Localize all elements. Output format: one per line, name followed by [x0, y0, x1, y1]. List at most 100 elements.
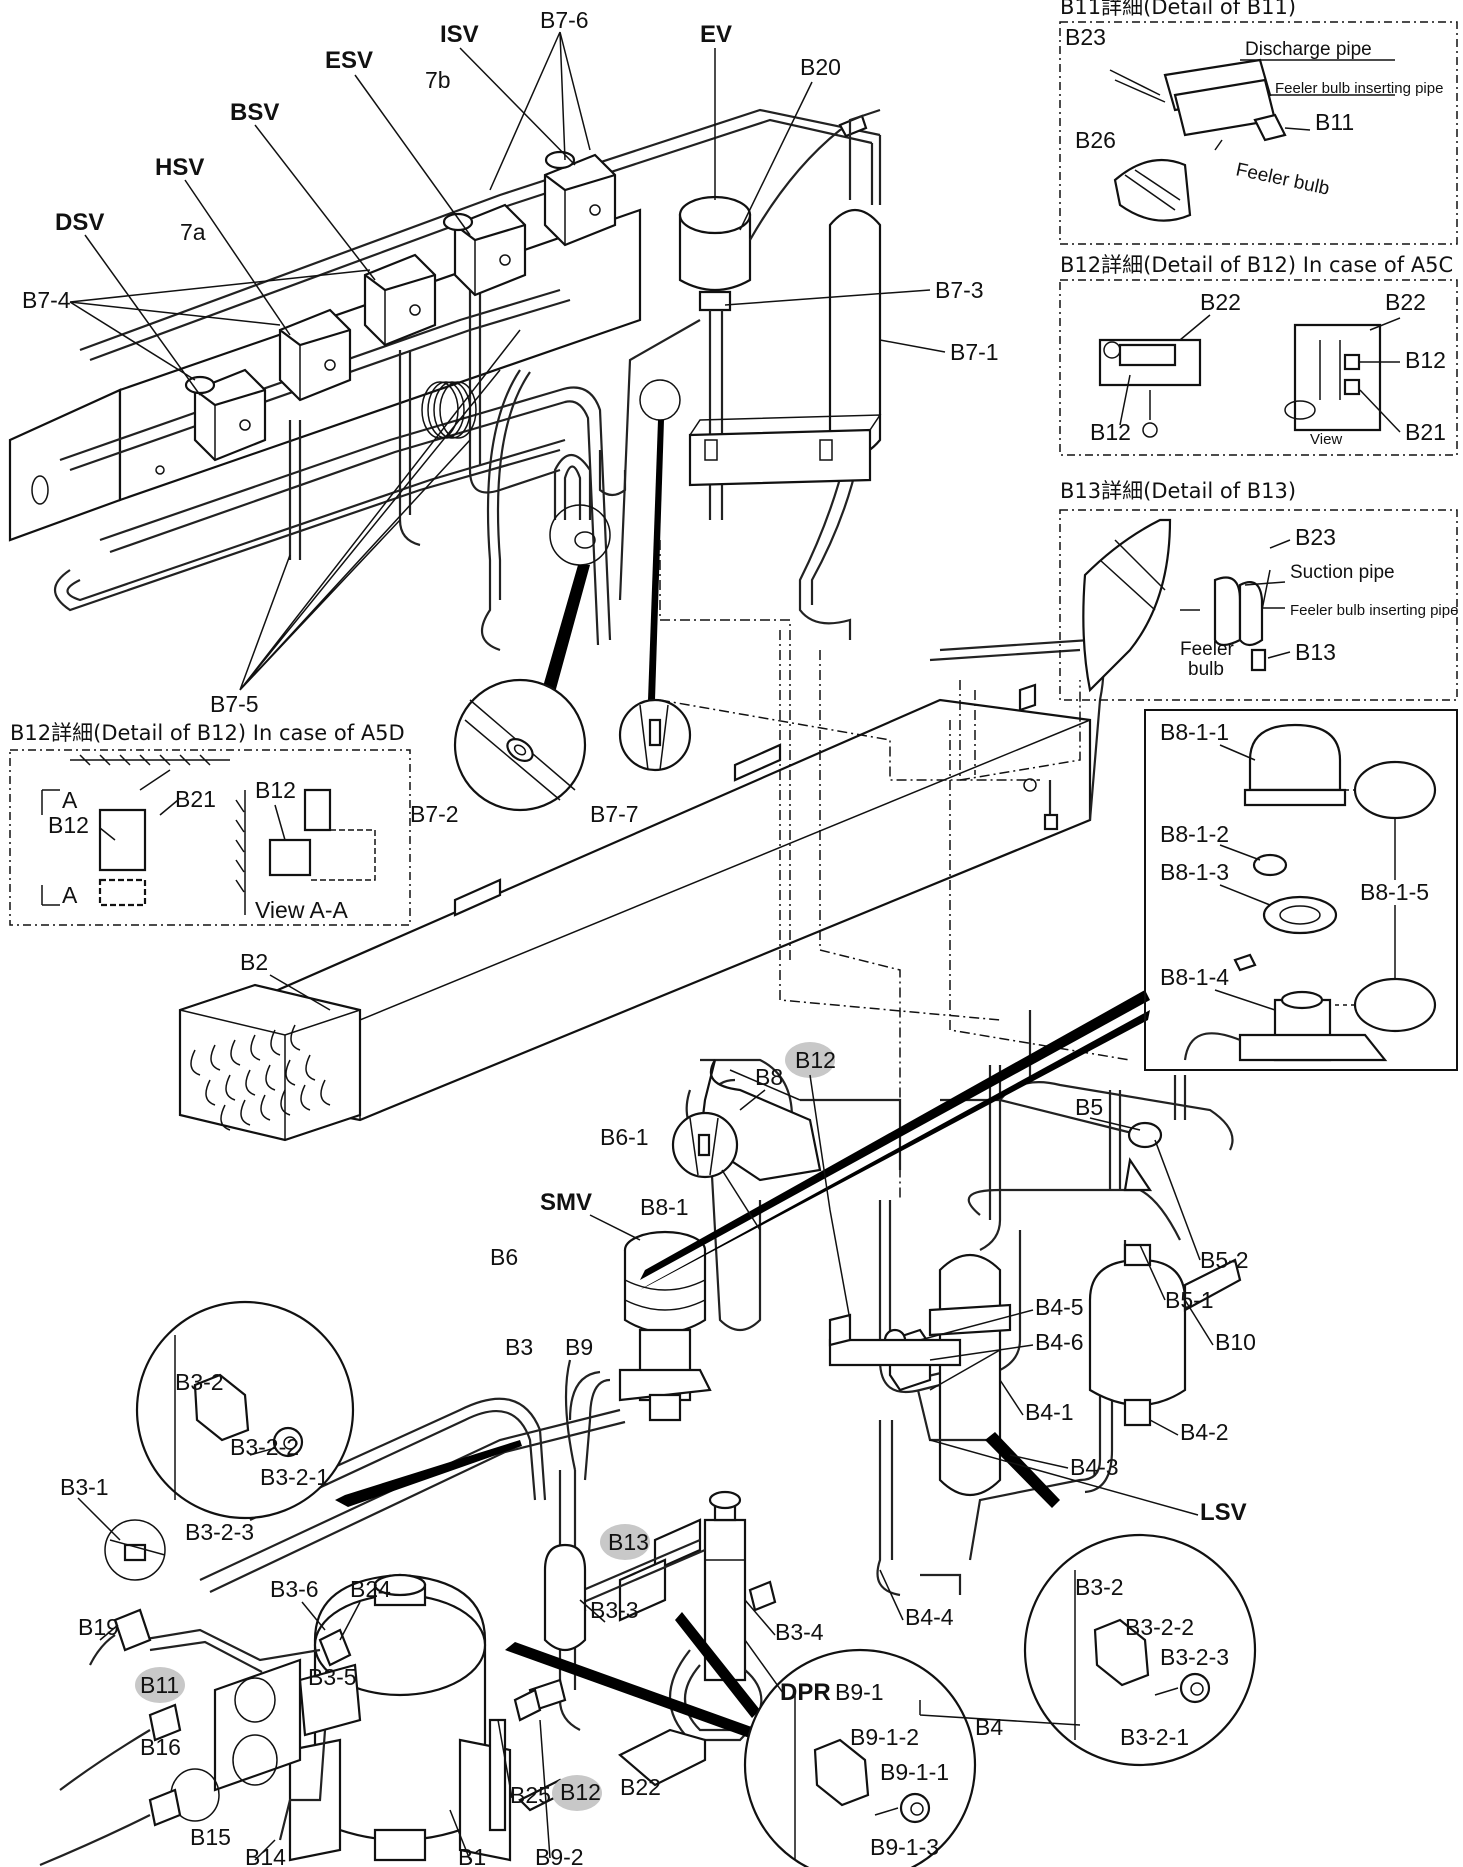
label-b4-1: B4-1	[1025, 1399, 1074, 1425]
b11-detail-discharge: Discharge pipe	[1245, 39, 1372, 60]
label-b7-7: B7-7	[590, 801, 639, 827]
label-b22: B22	[620, 1774, 661, 1800]
detail-beam-b3-2-left	[335, 1440, 522, 1507]
b11-detail-bulb: Feeler bulb	[1234, 159, 1331, 199]
part-labels: DSV HSV BSV ESV ISV EV B7-6 B20 7a 7b B7…	[22, 7, 1256, 1867]
detail-b12-a5c-labels: B12詳細(Detail of B12) In case of A5C B22 …	[1060, 253, 1453, 448]
label-b13-main: B13	[608, 1529, 649, 1555]
label-b5-1: B5-1	[1165, 1287, 1214, 1313]
dash-pipe-b	[659, 699, 1040, 781]
detail-box-b12-a5d	[9, 749, 411, 926]
b13-highlight	[600, 1524, 650, 1560]
label-b9-1-2: B9-1-2	[850, 1724, 919, 1750]
label-b7-1: B7-1	[950, 339, 999, 365]
detail-b12-a5d-labels: B12詳細(Detail of B12) In case of A5D A A …	[10, 721, 405, 923]
b13-detail-inserting: Feeler bulb inserting pipe	[1290, 602, 1458, 619]
label-b8-1: B8-1	[640, 1194, 689, 1220]
label-b9-1-1: B9-1-1	[880, 1759, 949, 1785]
label-b12-main: B12	[795, 1047, 836, 1073]
b2-heat-exchanger	[178, 638, 1105, 1142]
b12-a5d-view: View A-A	[255, 897, 349, 923]
label-b4-4: B4-4	[905, 1604, 954, 1630]
detail-beam-b9-1b	[675, 1612, 760, 1718]
isv-valve	[543, 150, 617, 247]
label-b3-3: B3-3	[590, 1597, 639, 1623]
b12-a5c-b21: B21	[1405, 419, 1446, 445]
label-b8-1-5: B8-1-5	[1360, 879, 1429, 905]
detail-b7-2	[453, 678, 587, 812]
hsv-valve	[278, 308, 352, 402]
label-b4-3: B4-3	[1070, 1454, 1119, 1480]
label-b3-2-1-left: B3-2-1	[260, 1464, 329, 1490]
b13-detail-b23: B23	[1295, 524, 1336, 550]
dash-pipe-a	[659, 540, 791, 960]
label-b8: B8	[755, 1064, 783, 1090]
b11-detail-b26: B26	[1075, 127, 1116, 153]
label-b8-1-2: B8-1-2	[1160, 821, 1229, 847]
b12-main-highlight	[785, 1042, 835, 1078]
b2-return-bends	[190, 1024, 331, 1131]
label-b3-2-left-title: B3-2	[175, 1369, 224, 1395]
lower-piping-assembly	[199, 1010, 1242, 1812]
detail-b9-1	[743, 1648, 977, 1867]
label-b6: B6	[490, 1244, 518, 1270]
ev-expansion-valve	[618, 114, 868, 601]
b12-a5d-b12a: B12	[48, 812, 89, 838]
label-b3-2-1-right: B3-2-1	[1120, 1724, 1189, 1750]
label-b7-2: B7-2	[410, 801, 459, 827]
detail-b8-1-labels: B8-1-1 B8-1-2 B8-1-3 B8-1-4 B8-1-5	[1160, 719, 1429, 1011]
label-b12-lower: B12	[560, 1779, 601, 1805]
b11-detail-b23: B23	[1065, 24, 1106, 50]
label-7b: 7b	[425, 67, 451, 93]
detail-b3-2-left	[135, 1300, 355, 1520]
detail-b7-7	[618, 698, 692, 772]
label-b5-2: B5-2	[1200, 1247, 1249, 1273]
label-b3-5: B3-5	[308, 1664, 357, 1690]
leader-lines	[69, 31, 1214, 1861]
dash-pipe-c	[779, 630, 1001, 1021]
label-b24: B24	[350, 1576, 391, 1602]
label-b20: B20	[800, 54, 841, 80]
label-b7-4: B7-4	[22, 287, 71, 313]
label-b8-1-1: B8-1-1	[1160, 719, 1229, 745]
detail-box-b13	[1059, 509, 1458, 701]
left-side-panel	[39, 1519, 321, 1867]
b13-detail-b13: B13	[1295, 639, 1336, 665]
b7-1-receiver	[798, 108, 882, 640]
b1-compressor	[278, 1573, 512, 1862]
label-b8-1-3: B8-1-3	[1160, 859, 1229, 885]
label-b6-1: B6-1	[600, 1124, 649, 1150]
valve-bracket-assembly	[8, 108, 882, 652]
b12-a5c-b22a: B22	[1200, 289, 1241, 315]
label-b7-3: B7-3	[935, 277, 984, 303]
b10-drier	[1088, 1157, 1242, 1427]
label-b2: B2	[240, 949, 268, 975]
label-b3-2-2-left: B3-2-2	[230, 1434, 299, 1460]
detail-b6-1	[671, 1111, 761, 1231]
b12-a5c-b22b: B22	[1385, 289, 1426, 315]
label-b3-2-3-right: B3-2-3	[1160, 1644, 1229, 1670]
label-b11-main: B11	[140, 1672, 179, 1698]
label-b9-2: B9-2	[535, 1844, 584, 1867]
label-b3-4: B3-4	[775, 1619, 824, 1645]
label-b5: B5	[1075, 1094, 1103, 1120]
b13-detail-bulb2: bulb	[1188, 659, 1224, 680]
label-b9-1-3: B9-1-3	[870, 1834, 939, 1860]
label-b3-2-right-title: B3-2	[1075, 1574, 1124, 1600]
label-b4-6: B4-6	[1035, 1329, 1084, 1355]
b12-a5d-b12b: B12	[255, 777, 296, 803]
label-b1: B1	[458, 1844, 486, 1867]
b12-lower-highlight	[552, 1775, 602, 1811]
label-b7-6: B7-6	[540, 7, 589, 33]
label-dpr: DPR	[780, 1679, 831, 1706]
label-b3: B3	[505, 1334, 533, 1360]
esv-valve	[442, 203, 527, 297]
label-b10: B10	[1215, 1329, 1256, 1355]
dpr-valve	[669, 1490, 763, 1742]
detail-beam-b9-1	[505, 1642, 760, 1740]
b11-detail-b11: B11	[1315, 109, 1354, 135]
label-b3-2-3-left: B3-2-3	[185, 1519, 254, 1545]
label-b15: B15	[190, 1824, 231, 1850]
label-b3-1: B3-1	[60, 1474, 109, 1500]
label-lsv: LSV	[1200, 1499, 1247, 1526]
